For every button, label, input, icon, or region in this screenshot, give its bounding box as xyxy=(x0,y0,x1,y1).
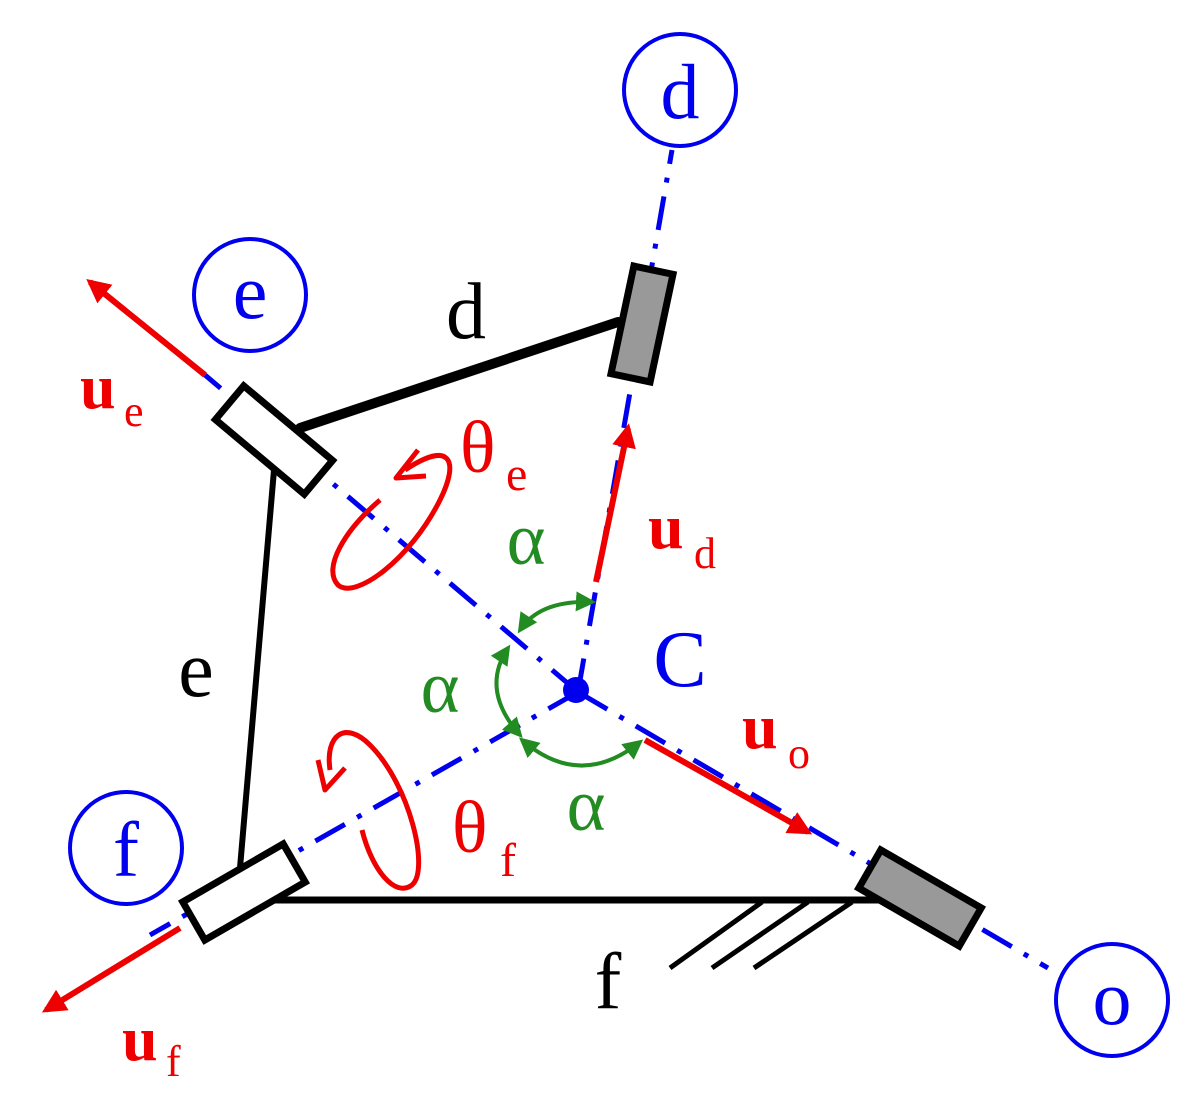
label-theta-f: θ f xyxy=(452,787,516,887)
svg-text:θ: θ xyxy=(452,787,487,869)
svg-text:e: e xyxy=(124,387,144,436)
joint-circle-e: e xyxy=(192,237,308,353)
ground-hatching xyxy=(668,899,854,971)
link-d xyxy=(295,317,623,433)
link-label-d: d xyxy=(446,268,486,356)
joint-block-o xyxy=(853,845,987,951)
label-ue: u e xyxy=(80,351,144,436)
svg-text:u: u xyxy=(742,691,778,762)
angle-arcs xyxy=(490,591,644,768)
arc-alpha-bottom xyxy=(518,737,644,768)
joint-circle-o: o xyxy=(1054,942,1170,1058)
joint-circle-f: f xyxy=(68,790,184,906)
label-uo: u o xyxy=(742,691,810,778)
unit-vector-arrows xyxy=(41,278,813,1013)
link-e xyxy=(237,467,277,871)
svg-text:o: o xyxy=(788,729,810,778)
center-label: C xyxy=(653,616,706,704)
rotation-theta-e xyxy=(330,448,453,591)
rotation-theta-f xyxy=(315,730,422,891)
alpha-label-bottom: α xyxy=(567,765,606,847)
alpha-label-top: α xyxy=(507,499,546,581)
joint-block-e xyxy=(210,380,338,500)
label-ud: u d xyxy=(648,491,716,578)
joint-label-e: e xyxy=(233,248,268,335)
center-point xyxy=(563,677,589,703)
link-label-f: f xyxy=(595,938,622,1026)
svg-text:θ: θ xyxy=(460,407,495,489)
joint-block-f xyxy=(177,839,311,945)
joint-circle-d: d xyxy=(622,32,738,148)
arrow-ud xyxy=(593,423,636,583)
svg-text:f: f xyxy=(166,1037,181,1086)
joint-label-d: d xyxy=(661,48,700,135)
svg-text:u: u xyxy=(648,491,684,562)
arc-alpha-top xyxy=(517,591,596,634)
axis-d xyxy=(575,149,675,693)
arrow-uo xyxy=(643,737,813,835)
label-uf: u f xyxy=(122,1003,181,1086)
joint-label-f: f xyxy=(113,806,139,893)
svg-text:f: f xyxy=(500,834,516,887)
joint-block-d xyxy=(606,261,678,387)
alpha-label-left: α xyxy=(421,647,460,729)
link-label-e: e xyxy=(178,626,214,714)
svg-text:u: u xyxy=(80,351,116,422)
arrow-ue xyxy=(86,278,207,378)
joint-label-o: o xyxy=(1093,954,1132,1041)
links xyxy=(237,317,894,904)
svg-text:u: u xyxy=(122,1003,158,1074)
svg-text:e: e xyxy=(506,448,527,501)
arc-alpha-left xyxy=(490,644,523,738)
arrow-uf xyxy=(41,925,182,1013)
label-theta-e: θ e xyxy=(460,407,527,501)
svg-text:d: d xyxy=(694,529,716,578)
